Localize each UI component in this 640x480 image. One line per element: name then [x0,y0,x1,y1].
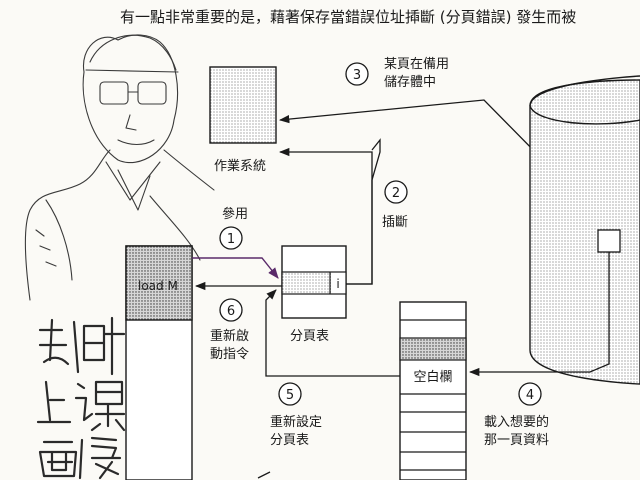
free-frame-label: 空白欄 [413,369,452,385]
page-caption: 有一點非常重要的是，藉著保存當錯誤位址揷斷 (分頁錯誤) 發生而被 [120,8,576,26]
step-4-arrow [468,252,610,377]
step-4-circle [518,382,542,406]
step-1-arrow [192,257,279,279]
step-5-circle [278,382,302,406]
backing-store-disk [529,75,640,385]
process-memory-column [125,245,193,480]
load-desired-page-label: 載入想要的 那一頁資料 [484,414,553,448]
physical-memory-frames [399,301,467,480]
step-2-circle [384,180,408,204]
step-3-circle [345,62,369,86]
step-4-number: 4 [526,388,534,403]
step-2-arrow [278,147,373,285]
page-table-valid-bit: i [336,277,339,291]
handwriting-strokes [36,316,126,480]
restart-instruction-label: 重新啟 動指令 [210,328,253,362]
reference-label: 參用 [222,207,248,222]
person-sketch-illustration [24,34,215,301]
page-table [281,245,347,319]
step-1-number: 1 [227,232,235,247]
step-2-arrow-path [346,138,381,285]
step-2-number: 2 [392,186,400,201]
step-1-circle [219,226,243,250]
step-6-circle [219,298,243,322]
load-instruction: load M [138,279,178,293]
step-5-number: 5 [286,388,294,403]
operating-system-box [209,66,277,144]
step-6-number: 6 [227,304,235,319]
stray-mark [257,471,271,479]
interrupt-label: 插斷 [382,215,408,230]
os-label: 作業系統 [214,158,266,174]
step-3-number: 3 [353,68,361,83]
step-5-arrow [265,289,400,377]
page-table-label: 分頁表 [290,329,329,344]
page-on-backing-store-label: 某頁在備用 儲存體中 [384,56,453,90]
reset-page-table-label: 重新設定 分頁表 [270,414,326,448]
